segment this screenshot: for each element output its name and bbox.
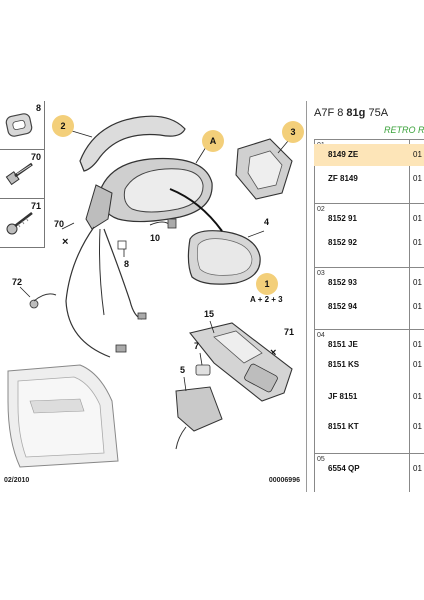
part-quantity: 01 [413, 214, 422, 223]
part-quantity: 01 [413, 174, 422, 183]
part-quantity: 01 [413, 464, 422, 473]
part-reference: 8152 94 [328, 302, 357, 311]
small-part-cell: 70 [0, 150, 44, 199]
small-parts-column: 8 70 71 [0, 101, 45, 248]
part-reference: 8151 JE [328, 340, 358, 349]
group-number: 04 [317, 332, 325, 339]
callout-71: 71 [284, 327, 295, 337]
part-reference: 8152 93 [328, 278, 357, 287]
callout-4: 4 [264, 217, 270, 227]
header-model: 81g [346, 107, 366, 119]
small-part-number: 70 [30, 152, 41, 162]
table-row[interactable]: 8152 91 01 [314, 208, 424, 230]
table-group-04: 04 8151 JE 01 8151 KS 01 JF 8151 01 8151… [314, 329, 424, 454]
part-reference: JF 8151 [328, 392, 358, 401]
callout-2: 2 [52, 115, 74, 137]
screw-icon [6, 211, 33, 235]
small-part-number: 71 [30, 201, 41, 211]
group-number: 05 [317, 456, 325, 463]
table-left-border [314, 139, 315, 492]
exploded-diagram: 8 70 71 [0, 101, 307, 492]
part-quantity: 01 [413, 392, 422, 401]
part-quantity: 01 [413, 238, 422, 247]
part-quantity: 01 [413, 340, 422, 349]
part-quantity: 01 [413, 422, 422, 431]
part-reference: 8151 KS [328, 360, 360, 369]
part-quantity: 01 [413, 278, 422, 287]
part-quantity: 01 [413, 302, 422, 311]
table-group-02: 02 8152 91 01 8152 92 01 [314, 203, 424, 268]
table-column-divider [409, 139, 410, 492]
table-row[interactable]: 8151 KT 01 [314, 416, 424, 438]
diagram-date: 02/2010 [4, 477, 30, 484]
table-row[interactable]: 8151 KS 01 [314, 354, 424, 376]
part-reference: 8151 KT [328, 422, 359, 431]
callout-10: 10 [150, 233, 161, 243]
callout-A: A [202, 130, 224, 152]
sheet-header: A7F 8 81g 75A [314, 107, 388, 119]
bolt-icon [5, 162, 33, 186]
small-part-cell: 8 [0, 101, 44, 150]
table-row[interactable]: 8152 92 01 [314, 232, 424, 254]
table-row[interactable]: 8149 ZE 01 [314, 144, 424, 166]
callout-8: 8 [124, 259, 130, 269]
table-row[interactable]: JF 8151 01 [314, 386, 424, 408]
table-group-01: 01 8149 ZE 01 ZF 8149 01 [314, 139, 424, 204]
assembly-formula: A + 2 + 3 [250, 295, 283, 304]
table-row[interactable]: 6554 QP 01 [314, 458, 424, 480]
table-row[interactable]: 8152 93 01 [314, 272, 424, 294]
small-part-cell: 71 [0, 199, 44, 246]
parts-table: 01 8149 ZE 01 ZF 8149 01 02 8152 91 01 8… [314, 139, 424, 492]
callout-1: 1 [256, 273, 278, 295]
svg-text:×: × [62, 236, 68, 248]
part-reference: 6554 QP [328, 464, 360, 473]
part-quantity: 01 [413, 150, 422, 159]
diagram-doc-number: 00006996 [268, 477, 300, 484]
callout-3: 3 [282, 121, 304, 143]
callout-7: 7 [194, 341, 200, 351]
mirror-assembly-drawing: × × [7, 115, 293, 468]
part-reference: 8152 91 [328, 214, 357, 223]
table-row[interactable]: 8152 94 01 [314, 296, 424, 318]
callout-70: 70 [54, 219, 65, 229]
parts-sheet: 8 70 71 [0, 101, 424, 492]
callout-72: 72 [12, 277, 23, 287]
table-row[interactable]: ZF 8149 01 [314, 168, 424, 190]
part-reference: 8149 ZE [328, 150, 359, 159]
part-quantity: 01 [413, 360, 422, 369]
callout-5: 5 [180, 365, 186, 375]
group-number: 02 [317, 206, 325, 213]
svg-text:×: × [270, 347, 276, 359]
clip-icon [5, 113, 33, 137]
group-number: 03 [317, 270, 325, 277]
table-group-03: 03 8152 93 01 8152 94 01 [314, 267, 424, 330]
header-suffix: 75A [368, 107, 389, 119]
part-reference: 8152 92 [328, 238, 357, 247]
header-prefix: A7F 8 [314, 107, 344, 119]
small-part-number: 8 [35, 103, 41, 113]
callout-15: 15 [204, 309, 215, 319]
part-reference: ZF 8149 [328, 174, 358, 183]
table-row[interactable]: 8151 JE 01 [314, 334, 424, 356]
section-title: RETRO R [384, 125, 424, 135]
table-group-05: 05 6554 QP 01 [314, 453, 424, 493]
